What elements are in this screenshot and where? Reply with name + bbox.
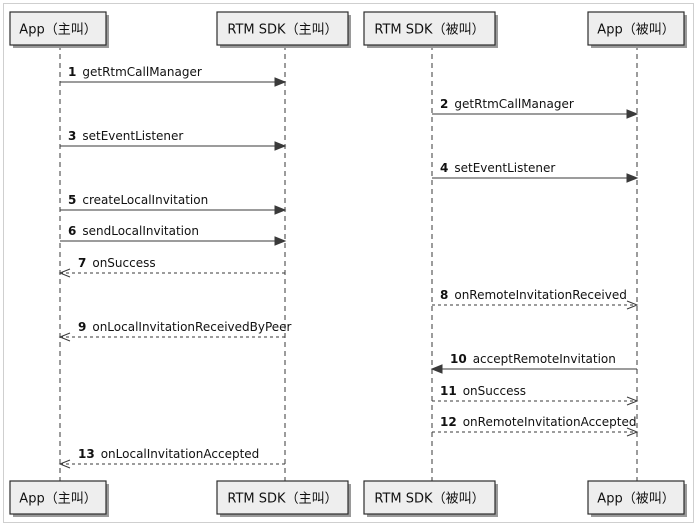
message-text: onRemoteInvitationAccepted — [463, 415, 637, 429]
message-arrowhead — [274, 77, 287, 87]
participant-top-app-caller: App（主叫） — [9, 11, 109, 48]
message-text: setEventListener — [454, 161, 555, 175]
message-label: 2 getRtmCallManager — [440, 97, 574, 111]
message-label: 11 onSuccess — [440, 384, 526, 398]
participant-label: App（主叫） — [19, 23, 96, 38]
message-arrowhead — [626, 173, 639, 183]
message-label: 5 createLocalInvitation — [68, 193, 208, 207]
message-10: 10 acceptRemoteInvitation — [430, 352, 637, 374]
participant-label: RTM SDK（被叫） — [374, 492, 484, 507]
message-number: 13 — [78, 447, 95, 461]
message-arrowhead — [274, 236, 287, 246]
message-label: 9 onLocalInvitationReceivedByPeer — [78, 320, 292, 334]
message-6: 6 sendLocalInvitation — [60, 224, 287, 246]
message-number: 1 — [68, 65, 76, 79]
message-7: 7 onSuccess — [58, 256, 285, 278]
message-3: 3 setEventListener — [60, 129, 287, 151]
message-number: 3 — [68, 129, 76, 143]
diagram-frame — [3, 3, 694, 523]
participant-top-sdk-callee: RTM SDK（被叫） — [363, 11, 498, 48]
participant-bottom-sdk-caller: RTM SDK（主叫） — [216, 480, 351, 517]
message-13: 13 onLocalInvitationAccepted — [58, 447, 285, 469]
lifelines — [59, 45, 638, 481]
message-arrowhead — [274, 141, 287, 151]
message-label: 10 acceptRemoteInvitation — [450, 352, 616, 366]
message-label: 4 setEventListener — [440, 161, 555, 175]
message-arrowhead — [626, 300, 639, 310]
participant-top-app-callee: App（被叫） — [587, 11, 687, 48]
message-number: 11 — [440, 384, 457, 398]
message-arrowhead — [430, 364, 443, 374]
participant-box — [216, 480, 349, 515]
message-number: 4 — [440, 161, 448, 175]
message-text: getRtmCallManager — [454, 97, 574, 111]
message-label: 12 onRemoteInvitationAccepted — [440, 415, 636, 429]
participant-box — [216, 11, 349, 46]
message-label: 3 setEventListener — [68, 129, 183, 143]
message-number: 7 — [78, 256, 86, 270]
message-label: 6 sendLocalInvitation — [68, 224, 199, 238]
message-arrowhead — [58, 332, 71, 342]
message-1: 1 getRtmCallManager — [60, 65, 287, 87]
message-arrowhead — [626, 109, 639, 119]
message-label: 1 getRtmCallManager — [68, 65, 202, 79]
message-number: 9 — [78, 320, 86, 334]
messages: 1 getRtmCallManager 2 getRtmCallManager 3 set… — [58, 65, 639, 469]
message-4: 4 setEventListener — [432, 161, 639, 183]
message-number: 12 — [440, 415, 457, 429]
message-text: onLocalInvitationAccepted — [101, 447, 260, 461]
participant-label: App（被叫） — [597, 23, 674, 38]
message-text: onLocalInvitationReceivedByPeer — [92, 320, 291, 334]
message-number: 6 — [68, 224, 76, 238]
message-arrowhead — [626, 427, 639, 437]
participant-top-sdk-caller: RTM SDK（主叫） — [216, 11, 351, 48]
message-11: 11 onSuccess — [432, 384, 639, 406]
message-arrowhead — [58, 268, 71, 278]
message-text: acceptRemoteInvitation — [473, 352, 616, 366]
participant-label: RTM SDK（主叫） — [227, 23, 337, 38]
participant-label: RTM SDK（被叫） — [374, 23, 484, 38]
participant-box — [9, 11, 107, 46]
message-arrowhead — [626, 396, 639, 406]
message-text: sendLocalInvitation — [82, 224, 199, 238]
participant-box — [9, 480, 107, 515]
message-number: 5 — [68, 193, 76, 207]
message-text: getRtmCallManager — [82, 65, 202, 79]
participant-bottom-sdk-callee: RTM SDK（被叫） — [363, 480, 498, 517]
message-number: 10 — [450, 352, 467, 366]
message-label: 8 onRemoteInvitationReceived — [440, 288, 627, 302]
participant-label: RTM SDK（主叫） — [227, 492, 337, 507]
message-9: 9 onLocalInvitationReceivedByPeer — [58, 320, 292, 342]
message-8: 8 onRemoteInvitationReceived — [432, 288, 639, 310]
message-arrowhead — [274, 205, 287, 215]
message-label: 13 onLocalInvitationAccepted — [78, 447, 259, 461]
participant-bottom-app-caller: App（主叫） — [9, 480, 109, 517]
message-5: 5 createLocalInvitation — [60, 193, 287, 215]
message-text: createLocalInvitation — [82, 193, 208, 207]
participant-box — [363, 11, 496, 46]
message-arrowhead — [58, 459, 71, 469]
participant-box — [363, 480, 496, 515]
message-number: 8 — [440, 288, 448, 302]
message-number: 2 — [440, 97, 448, 111]
message-text: onSuccess — [92, 256, 155, 270]
message-text: onRemoteInvitationReceived — [454, 288, 626, 302]
participant-box — [587, 11, 685, 46]
message-2: 2 getRtmCallManager — [432, 97, 639, 119]
message-text: setEventListener — [82, 129, 183, 143]
participant-bottom-app-callee: App（被叫） — [587, 480, 687, 517]
participant-label: App（主叫） — [19, 492, 96, 507]
message-text: onSuccess — [463, 384, 526, 398]
participant-box — [587, 480, 685, 515]
message-label: 7 onSuccess — [78, 256, 156, 270]
message-12: 12 onRemoteInvitationAccepted — [432, 415, 639, 437]
participant-label: App（被叫） — [597, 492, 674, 507]
